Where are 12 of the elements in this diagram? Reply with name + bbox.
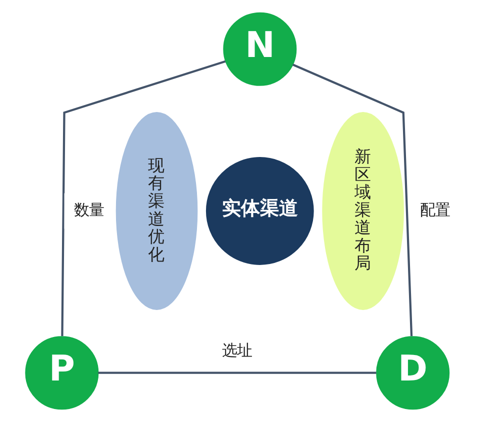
edge-label: 数量 [73, 201, 104, 220]
node-circle: N [222, 12, 296, 86]
connector [98, 372, 376, 374]
node-circle: 实体渠道 [205, 157, 314, 265]
node-ellipse: 现有渠道优化 [115, 112, 198, 310]
node-circle: D [376, 336, 450, 410]
edge-label: 配置 [419, 201, 450, 220]
node-ellipse: 新区域渠道布局 [322, 112, 404, 310]
connector [60, 60, 226, 336]
edge-label: 选址 [221, 342, 252, 360]
node-circle: P [24, 336, 98, 410]
connector [292, 64, 412, 336]
